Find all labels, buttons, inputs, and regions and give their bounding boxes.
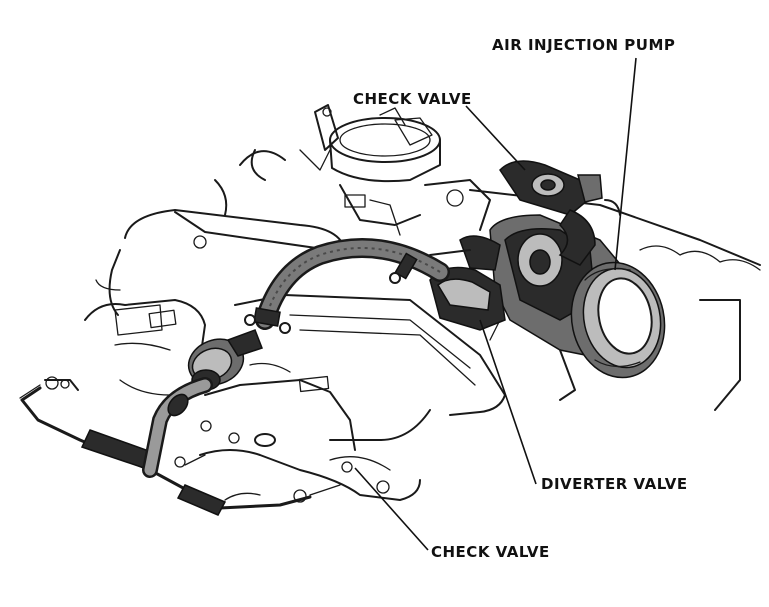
leader-check-valve-bottom [354, 467, 429, 551]
engine-block [84, 189, 761, 501]
diverter-valve [429, 235, 506, 331]
carburetor [214, 104, 491, 236]
leader-lines [354, 57, 637, 551]
check-valve-upper [499, 160, 621, 266]
check-valve-bottom-label: CHECK VALVE [431, 543, 550, 561]
air-manifold-tube [19, 376, 341, 516]
air-hose [244, 238, 450, 334]
air-injection-pump-label: AIR INJECTION PUMP [492, 36, 676, 54]
diverter-valve-label: DIVERTER VALVE [541, 475, 688, 493]
air-injection-pump [489, 214, 666, 401]
leader-check-valve-top [465, 105, 526, 171]
leader-diverter-valve [479, 319, 537, 485]
leader-air-injection-pump [614, 57, 637, 271]
check-valve-top-label: CHECK VALVE [353, 90, 472, 108]
